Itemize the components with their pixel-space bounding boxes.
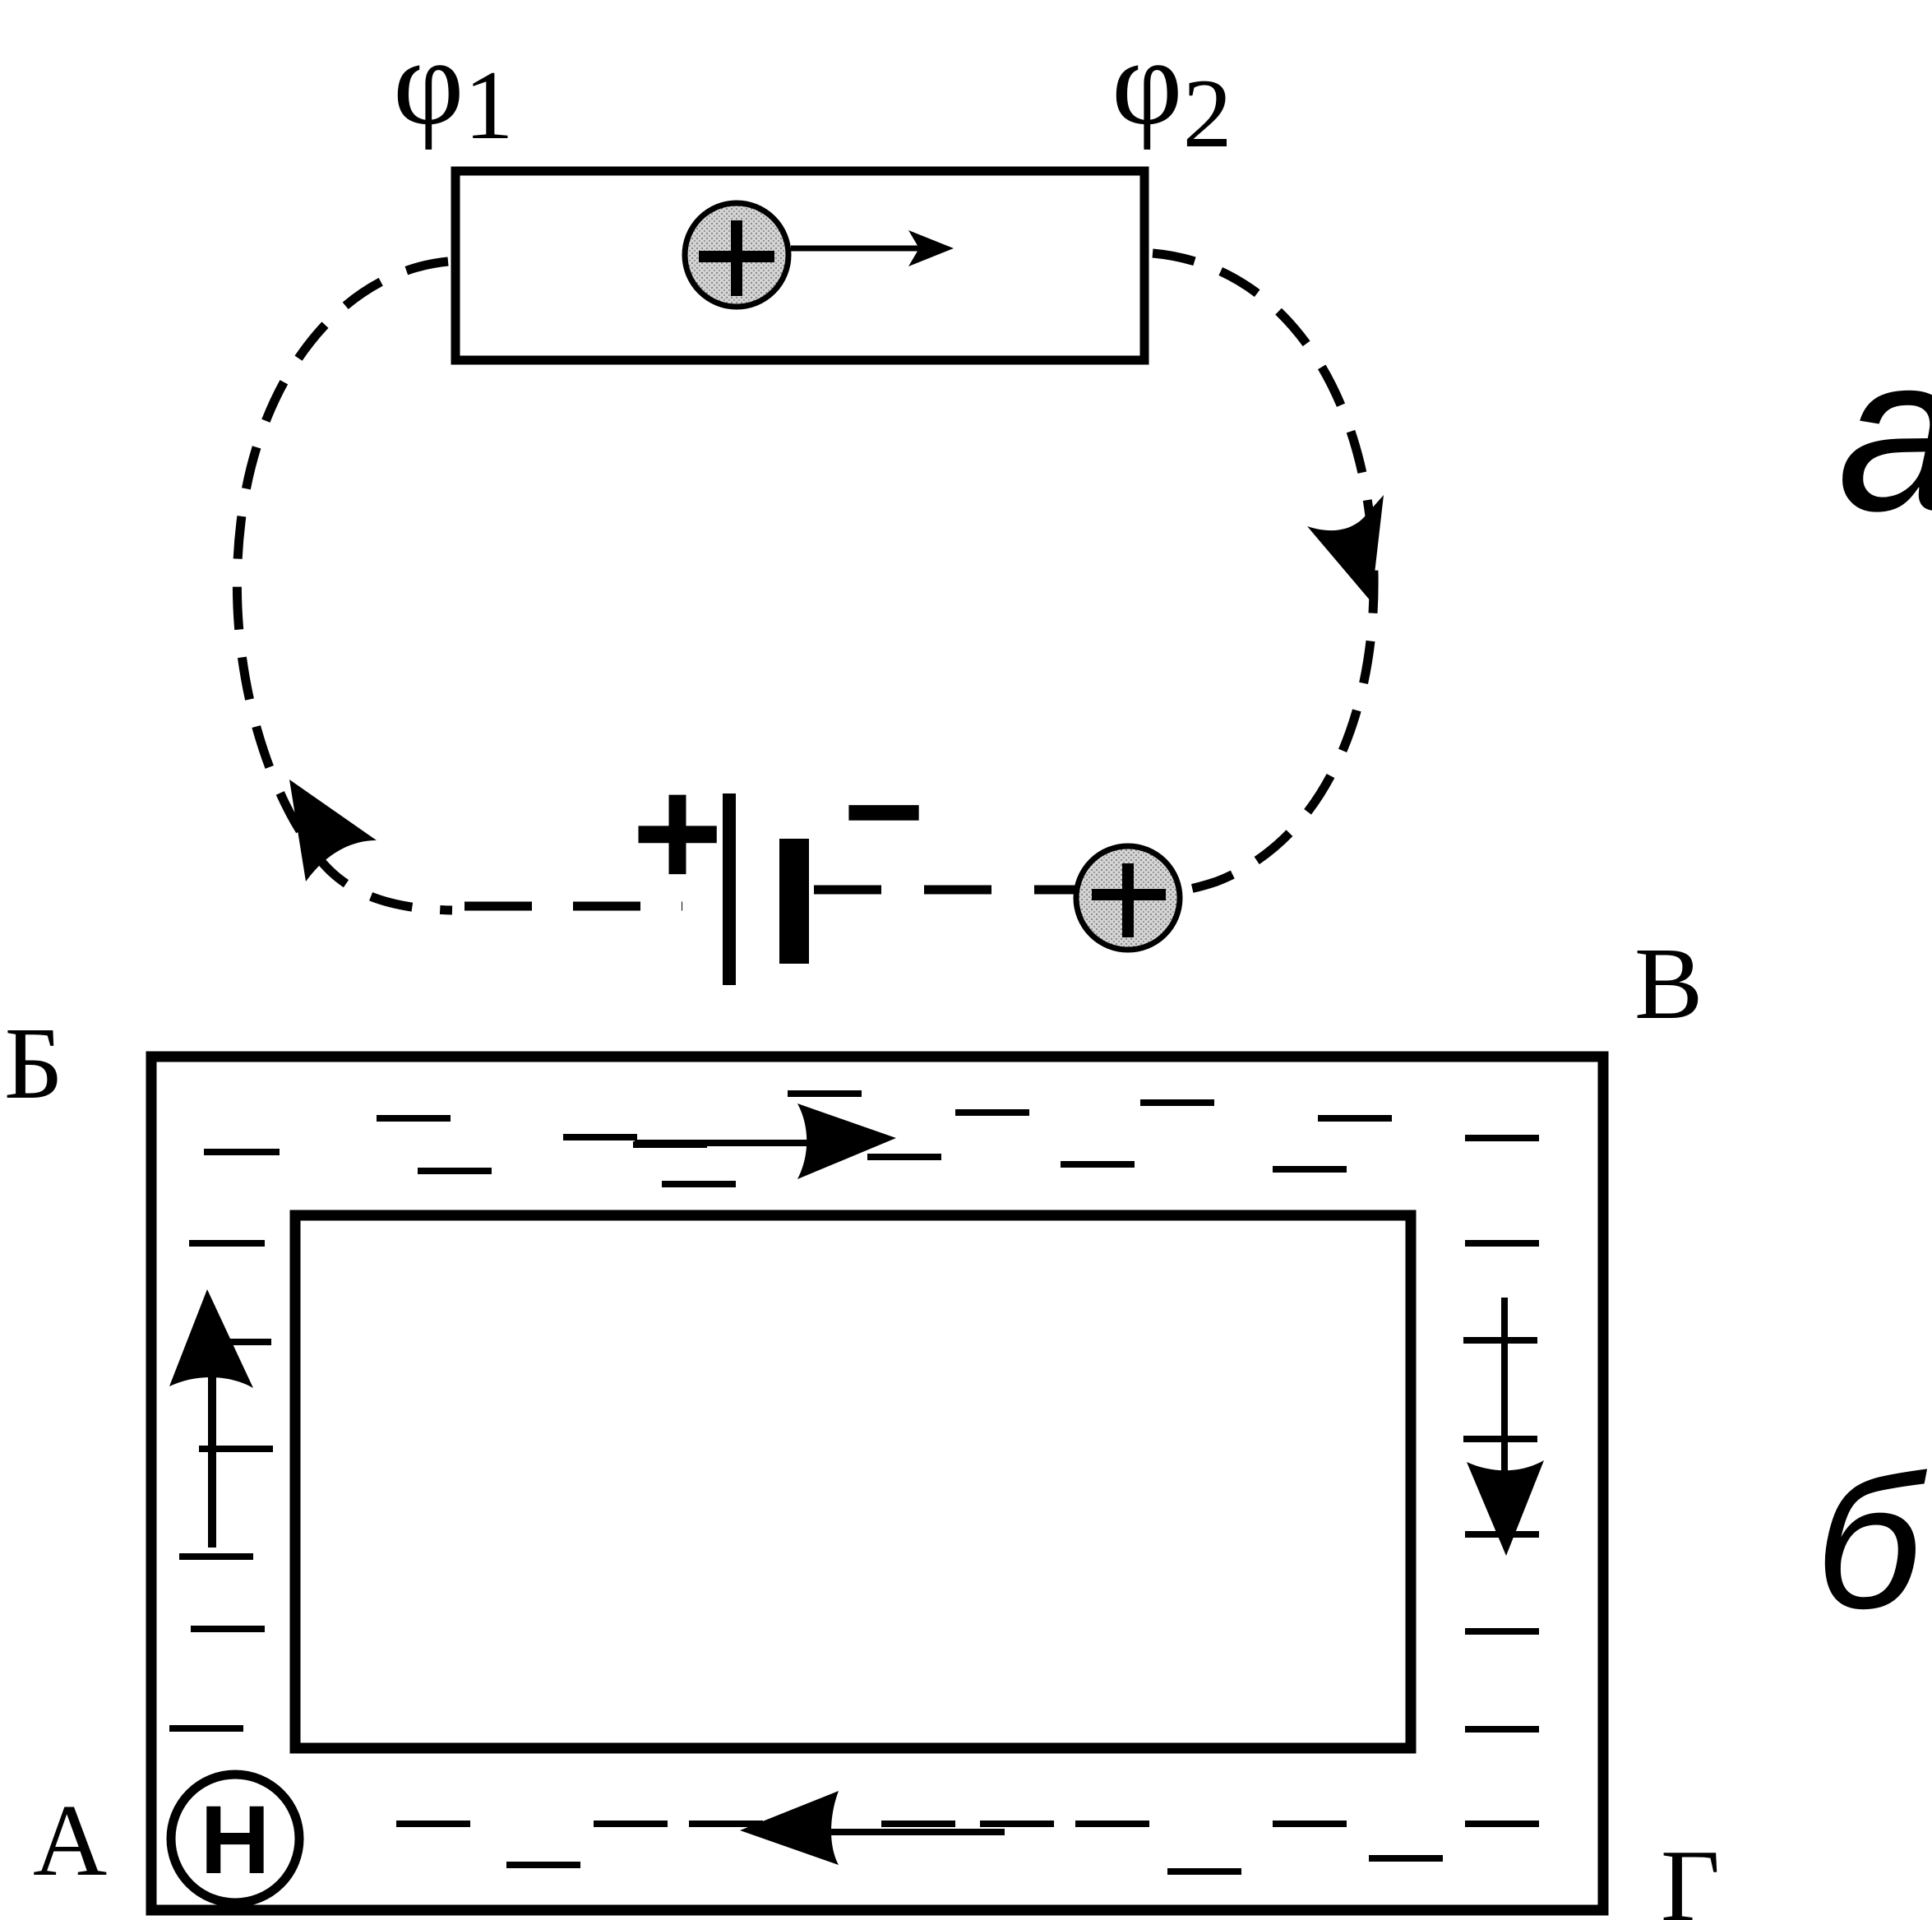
part-a: φ1 φ2 + − <box>232 14 1932 985</box>
flow-arrow-left <box>169 1289 253 1548</box>
conductor <box>451 166 1149 365</box>
path-arrow-left <box>289 780 377 881</box>
corner-v-label: В <box>1634 928 1703 1041</box>
charge-motion-arrow <box>791 230 954 266</box>
flow-arrow-right <box>1467 1298 1544 1556</box>
part-b-label: б <box>1815 1437 1928 1648</box>
outer-wall <box>146 1051 1609 1916</box>
phi2-subscript: 2 <box>1183 58 1232 168</box>
battery <box>723 793 809 985</box>
positive-charge-in-conductor <box>682 200 792 310</box>
battery-minus-sign: − <box>843 733 924 890</box>
phi1-symbol: φ <box>393 14 465 150</box>
pump-symbol: Н <box>200 1786 270 1895</box>
pump-circle <box>166 1770 304 1908</box>
liquid-dashes <box>169 1090 1539 1875</box>
path-arrow-right <box>1307 495 1384 602</box>
part-a-label: а <box>1837 310 1932 557</box>
inner-wall <box>289 1210 1417 1754</box>
pump: Н <box>166 1770 304 1908</box>
flow-arrow-top <box>635 1103 896 1179</box>
battery-plus-sign: + <box>632 746 723 920</box>
phi1-subscript: 1 <box>465 50 514 160</box>
dashed-path-right <box>1152 248 1379 897</box>
corner-a-label: А <box>33 1784 107 1898</box>
phi2-label: φ2 <box>1112 14 1232 168</box>
dashed-path-left <box>232 257 453 915</box>
flow-arrow-bottom <box>740 1791 1005 1865</box>
corner-b-label: Б <box>4 1007 63 1121</box>
phi2-symbol: φ <box>1112 14 1183 150</box>
part-b: Б В А Г <box>4 928 1928 1920</box>
phi1-label: φ1 <box>393 14 514 160</box>
corner-g-label: Г <box>1661 1830 1720 1920</box>
positive-charge-on-path <box>1073 843 1183 953</box>
